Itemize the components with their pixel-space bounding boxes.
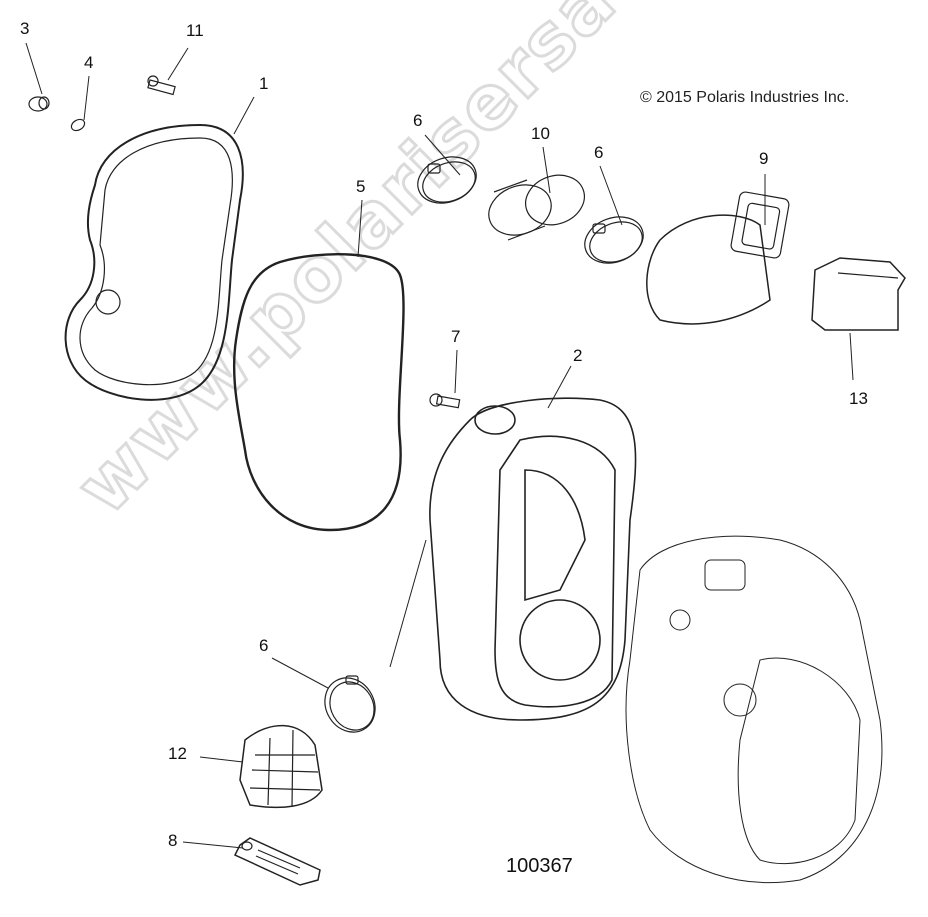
part-4-oring <box>70 118 86 132</box>
transmission-case <box>625 535 883 883</box>
part-5-seal <box>232 252 405 532</box>
callout-6-top-left: 6 <box>413 111 423 130</box>
part-11-bolt <box>147 75 176 96</box>
part-3-plug <box>28 96 50 112</box>
callout-8: 8 <box>168 831 178 850</box>
callout-7: 7 <box>451 327 461 346</box>
callout-6-top-right: 6 <box>594 143 604 162</box>
callout-12: 12 <box>168 744 187 763</box>
part-6-clamp-top-left <box>417 156 477 204</box>
callout-3: 3 <box>20 19 30 38</box>
part-12-exhaust-duct <box>239 724 323 809</box>
part-8-screen <box>233 837 321 886</box>
part-1-outer-cover <box>64 123 244 401</box>
callout-13: 13 <box>849 389 868 408</box>
part-6-clamp-bottom <box>324 675 376 733</box>
part-2-inner-cover <box>429 397 637 721</box>
callout-9: 9 <box>759 149 769 168</box>
part-7-bolt <box>429 393 461 409</box>
part-9-intake-duct <box>646 191 790 325</box>
leader-lines <box>25 42 854 849</box>
callout-2: 2 <box>573 346 583 365</box>
part-6-clamp-top-right <box>584 216 644 264</box>
callout-4: 4 <box>84 53 94 72</box>
copyright-notice: © 2015 Polaris Industries Inc. <box>640 89 850 106</box>
drawing-number: 100367 <box>506 855 573 877</box>
callout-1: 1 <box>259 74 269 93</box>
callout-6-bottom: 6 <box>259 636 269 655</box>
part-10-coupler <box>488 174 585 241</box>
callout-11: 11 <box>186 21 204 40</box>
callout-10: 10 <box>531 124 550 143</box>
part-13-cover <box>811 257 906 331</box>
callout-5: 5 <box>356 177 366 196</box>
